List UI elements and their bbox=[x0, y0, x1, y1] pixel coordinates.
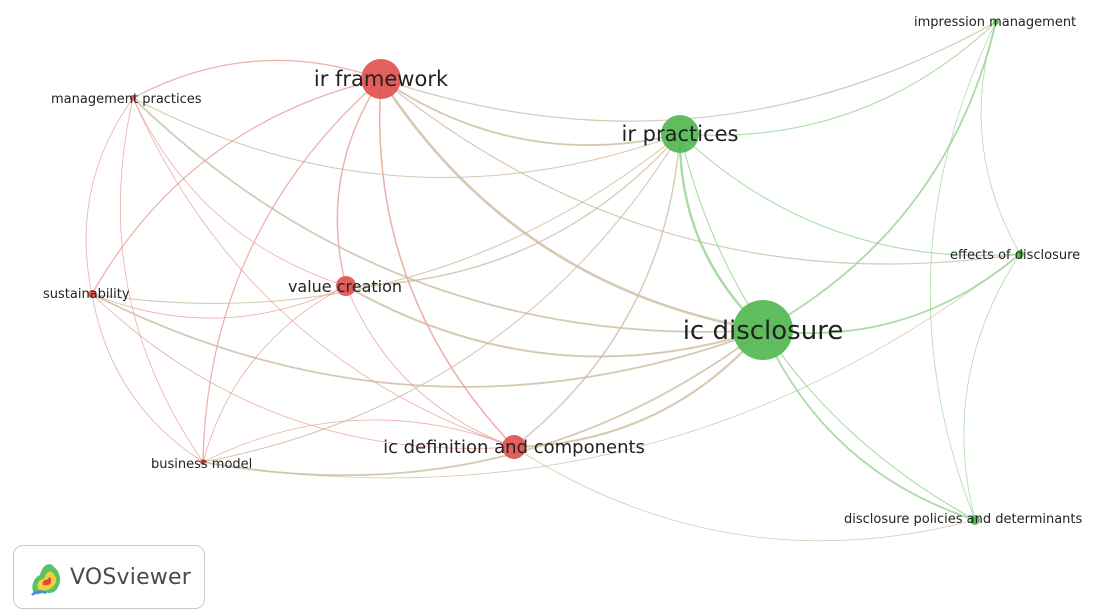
link-ir-framework--effects-of-disclosure bbox=[380, 78, 1021, 265]
link-value-creation--business-model bbox=[202, 285, 347, 463]
node-ir-framework[interactable] bbox=[361, 59, 401, 99]
node-effects-of-disclosure[interactable] bbox=[1016, 250, 1024, 258]
link-ir-framework--ic-definition-and-components bbox=[378, 78, 515, 448]
link-business-model--ir-practices bbox=[202, 133, 681, 463]
link-ir-practices--disclosure-policies-and-determinants bbox=[679, 133, 976, 521]
label-layer: ir framework management practices sustaina… bbox=[43, 15, 1083, 527]
vosviewer-badge[interactable]: VOSviewer bbox=[13, 545, 205, 609]
label-business-model[interactable]: business model bbox=[151, 457, 252, 472]
link-ic-definition-and-components--ic-disclosure bbox=[513, 329, 764, 449]
link-ir-framework--ir-practices bbox=[380, 78, 681, 147]
link-management-practices--ic-disclosure bbox=[132, 97, 764, 333]
link-effects-of-disclosure--disclosure-policies-and-determinants bbox=[963, 253, 1021, 521]
link-sustainability--ic-definition-and-components bbox=[91, 293, 515, 449]
node-ic-definition-and-components[interactable] bbox=[502, 435, 526, 459]
label-impression-management[interactable]: impression management bbox=[914, 15, 1076, 30]
label-disclosure-policies-and-determinants[interactable]: disclosure policies and determinants bbox=[844, 512, 1083, 527]
link-ir-practices--ic-disclosure bbox=[678, 133, 764, 331]
link-ir-framework--sustainability bbox=[91, 78, 382, 295]
link-ic-disclosure--disclosure-policies-and-determinants bbox=[762, 329, 976, 521]
link-ir-framework--ic-disclosure bbox=[379, 78, 764, 332]
label-effects-of-disclosure[interactable]: effects of disclosure bbox=[950, 248, 1080, 263]
link-sustainability--value-creation bbox=[91, 285, 347, 319]
link-ic-definition-and-components--business-model bbox=[202, 419, 515, 463]
link-sustainability--ir-practices bbox=[91, 133, 681, 304]
node-business-model[interactable] bbox=[200, 459, 206, 465]
vosviewer-logo-icon bbox=[31, 564, 61, 596]
label-ir-framework[interactable]: ir framework bbox=[314, 67, 449, 91]
label-management-practices[interactable]: management practices bbox=[51, 92, 202, 107]
link-ir-framework--impression-management bbox=[380, 21, 997, 122]
link-business-model--effects-of-disclosure bbox=[202, 253, 1021, 479]
link-management-practices--ic-definition-and-components bbox=[132, 97, 515, 448]
link-management-practices--value-creation bbox=[132, 97, 347, 287]
link-ic-disclosure--impression-management bbox=[762, 21, 997, 331]
node-management-practices[interactable] bbox=[130, 95, 136, 101]
link-ir-practices--impression-management bbox=[679, 21, 997, 136]
link-ic-definition-and-components--ir-practices bbox=[513, 133, 681, 448]
link-sustainability--business-model bbox=[91, 293, 204, 463]
node-ic-disclosure[interactable] bbox=[733, 300, 793, 360]
link-value-creation--ic-disclosure bbox=[345, 285, 764, 358]
link-impression-management--disclosure-policies-and-determinants bbox=[929, 21, 997, 521]
node-value-creation[interactable] bbox=[336, 276, 356, 296]
link-layer bbox=[85, 21, 1021, 542]
label-ic-definition-and-components[interactable]: ic definition and components bbox=[383, 437, 645, 458]
link-value-creation--ic-definition-and-components bbox=[345, 285, 515, 448]
label-sustainability[interactable]: sustainability bbox=[43, 287, 130, 302]
label-ic-disclosure[interactable]: ic disclosure bbox=[683, 316, 844, 346]
label-value-creation[interactable]: value creation bbox=[288, 277, 402, 296]
link-value-creation--ir-practices bbox=[345, 133, 681, 287]
node-layer bbox=[88, 19, 1024, 525]
link-ic-disclosure--effects-of-disclosure bbox=[762, 253, 1021, 334]
label-ir-practices[interactable]: ir practices bbox=[622, 122, 739, 146]
link-impression-management--effects-of-disclosure bbox=[980, 21, 1021, 255]
link-management-practices--ir-practices bbox=[132, 97, 681, 179]
node-impression-management[interactable] bbox=[993, 19, 999, 25]
vosviewer-brand-label: VOSviewer bbox=[70, 564, 191, 590]
link-ir-framework--business-model bbox=[202, 78, 382, 463]
link-management-practices--sustainability bbox=[85, 97, 134, 295]
node-ir-practices[interactable] bbox=[661, 115, 699, 153]
node-disclosure-policies-and-determinants[interactable] bbox=[970, 515, 980, 525]
link-ir-practices--effects-of-disclosure bbox=[679, 133, 1021, 257]
link-ir-framework--value-creation bbox=[336, 78, 382, 287]
link-sustainability--ic-disclosure bbox=[91, 293, 764, 388]
node-sustainability[interactable] bbox=[88, 290, 96, 298]
link-ir-framework--management-practices bbox=[132, 59, 382, 99]
link-management-practices--business-model bbox=[119, 97, 204, 463]
link-ic-definition-and-components--disclosure-policies-and-determinants bbox=[513, 446, 976, 542]
